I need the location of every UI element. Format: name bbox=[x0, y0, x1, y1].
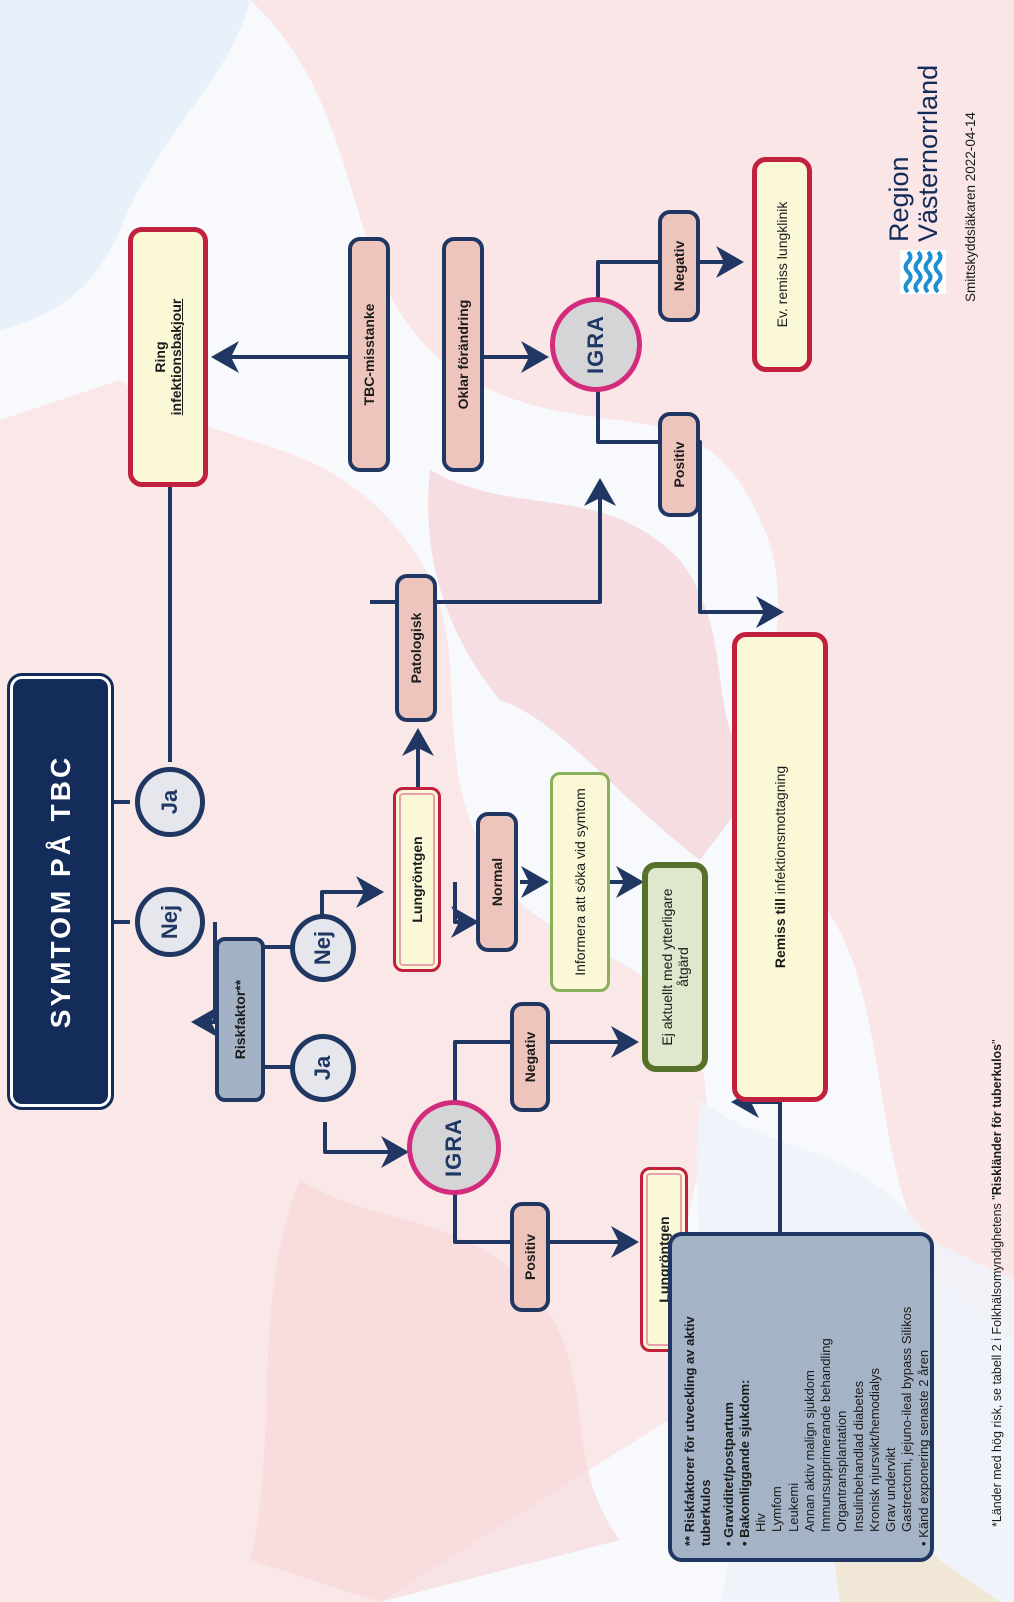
connector-jamid-igrabot bbox=[323, 1122, 409, 1168]
bullet-exponering: • Känd exponering senaste 2 åren bbox=[915, 1349, 931, 1546]
list-item: Leukemi bbox=[785, 1482, 801, 1532]
list-item: Insulinbehandlad diabetes bbox=[850, 1380, 866, 1532]
remiss-rest-label: infektionsmottagning bbox=[771, 765, 788, 899]
ev-remiss-lungklinik-box: Ev. remiss lungklinik bbox=[752, 157, 812, 372]
negativ-top-box: Negativ bbox=[658, 210, 700, 322]
connector-lung-normal bbox=[451, 882, 479, 938]
nej-mid-node: Nej bbox=[290, 914, 356, 982]
ring-sub-label: infektionsbakjour bbox=[168, 298, 184, 416]
remiss-bold-label: Remiss till bbox=[771, 898, 788, 969]
ja-mid-node: Ja bbox=[290, 1034, 356, 1102]
list-item: Lymfom bbox=[769, 1486, 785, 1532]
ring-infektionsbakjour-box: Ring infektionsbakjour bbox=[128, 227, 208, 487]
ja-top-node: Ja bbox=[135, 767, 205, 837]
bullet-graviditet: • Graviditet/postpartum bbox=[720, 1402, 736, 1546]
ring-label: Ring bbox=[151, 341, 168, 373]
connector-nejmid-lung bbox=[320, 876, 384, 922]
riskfaktorer-info-box: ** Riskfaktorer för utveckling av aktiv … bbox=[668, 1232, 934, 1562]
riskfaktor-box: Riskfaktor** bbox=[215, 937, 265, 1102]
ej-aktuellt-box: Ej aktuellt med ytterligare åtgärd bbox=[642, 862, 708, 1072]
igra-top-node: IGRA bbox=[550, 297, 642, 392]
connector-igrabot-positiv bbox=[453, 1192, 639, 1258]
riskbox-heading: ** Riskfaktorer för utveckling av aktiv … bbox=[682, 1316, 714, 1546]
footnote: *Länder med hög risk, se tabell 2 i Folk… bbox=[990, 1039, 1004, 1527]
logo-name: Region Västernorrland bbox=[884, 64, 944, 242]
patologisk-box: Patologisk bbox=[395, 574, 437, 722]
bullet-bakomliggande: • Bakomliggande sjukdom: bbox=[736, 1379, 752, 1546]
list-item: Kronisk njursvikt/hemodialys bbox=[866, 1367, 882, 1532]
list-item: Gastrectomi, jejuno-ileal bypass Silikos bbox=[899, 1306, 915, 1532]
region-logo: Region Västernorrland Smittskyddsläkaren… bbox=[884, 42, 995, 302]
list-item: Hiv bbox=[753, 1513, 768, 1532]
positiv-bottom-box: Positiv bbox=[510, 1202, 550, 1312]
page-title: SYMTOM PÅ TBC bbox=[9, 663, 112, 1120]
connector-igra-positiv bbox=[596, 387, 784, 628]
lungrontgen-upper-box: Lungröntgen bbox=[393, 787, 441, 972]
list-item: Annan aktiv malign sjukdom bbox=[801, 1370, 817, 1532]
positiv-top-box: Positiv bbox=[658, 412, 700, 517]
tbc-misstanke-box: TBC-misstanke bbox=[348, 237, 390, 472]
footnote-bold-link: Riskländer för tuberkulos bbox=[990, 1043, 1004, 1196]
region-wave-icon bbox=[900, 250, 946, 294]
nej-top-node: Nej bbox=[135, 887, 205, 957]
list-item: Organtransplantation bbox=[834, 1410, 850, 1532]
oklar-forandring-box: Oklar förändring bbox=[442, 237, 484, 472]
signature-date: Smittskyddsläkaren 2022-04-14 bbox=[963, 112, 978, 302]
igra-bottom-node: IGRA bbox=[407, 1100, 501, 1195]
list-item: Immunsupprimerande behandling bbox=[818, 1338, 833, 1532]
list-item: Grav undervikt bbox=[883, 1447, 898, 1532]
remiss-infektionsmottagning-box: Remiss till infektionsmottagning bbox=[732, 632, 828, 1102]
connector-igrabot-negativ bbox=[453, 1026, 639, 1102]
negativ-bottom-box: Negativ bbox=[510, 1002, 550, 1112]
normal-box: Normal bbox=[476, 812, 518, 952]
informera-box: Informera att söka vid symtom bbox=[550, 772, 610, 992]
